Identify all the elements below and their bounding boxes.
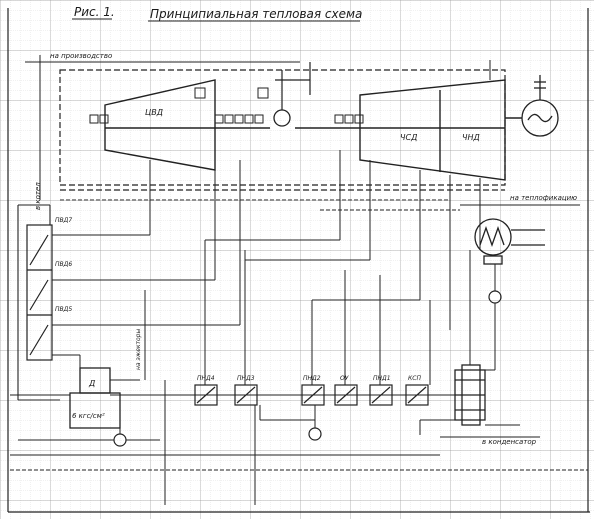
lp-heaters xyxy=(194,384,429,406)
diagram-title: Принципиальная тепловая схема xyxy=(150,7,362,21)
to-production-label: на производство xyxy=(50,52,112,60)
control-valves xyxy=(89,87,364,124)
hp-heater-5-label: ПВД5 xyxy=(55,306,72,313)
to-boiler-label: в котел xyxy=(34,182,42,210)
lp-heater-3-label: ПНД3 xyxy=(237,375,255,382)
lp-extraction-risers xyxy=(204,239,471,385)
to-heating-label: на теплофикацию xyxy=(510,194,577,202)
turbine-extraction-lines xyxy=(149,60,491,300)
to-condenser-label: в конденсатор xyxy=(482,438,537,446)
turbine-enclosure-dashed xyxy=(59,69,506,191)
hp-heater-column xyxy=(26,224,53,361)
ou-label: ОУ xyxy=(340,375,349,382)
boiler-feed-line xyxy=(17,204,51,400)
hp-cylinder-label: ЦВД xyxy=(145,108,163,117)
lp-cylinder xyxy=(295,79,506,181)
lp-heater-4-label: ПНД4 xyxy=(197,375,215,382)
figure-label: Рис. 1. xyxy=(74,5,115,19)
condensate-cooler-stack xyxy=(454,364,486,426)
to-ejectors-label: на эжекторы xyxy=(135,329,142,370)
main-steam-line xyxy=(275,62,311,110)
generator xyxy=(521,75,559,137)
deaerator-pressure: 6 кгс/см² xyxy=(72,412,105,420)
hp-heater-6-label: ПВД6 xyxy=(55,261,72,268)
ip-section-label: ЧСД xyxy=(400,133,417,142)
ksp-label: КСП xyxy=(408,375,421,382)
extraction-header-dashed xyxy=(60,199,460,211)
hp-heater-7-label: ПВД7 xyxy=(55,217,72,224)
hp-heater-extraction-pipes xyxy=(52,200,241,326)
deaerator-piping xyxy=(18,354,160,441)
lp-heater-1-label: ПНД1 xyxy=(373,375,391,382)
production-steam-line xyxy=(25,55,300,200)
condenser xyxy=(474,218,545,265)
lp-section-label: ЧНД xyxy=(462,133,480,142)
deaerator-label: Д xyxy=(88,379,95,388)
condenser-return-lines xyxy=(419,303,540,438)
sheet-frame xyxy=(7,8,590,513)
